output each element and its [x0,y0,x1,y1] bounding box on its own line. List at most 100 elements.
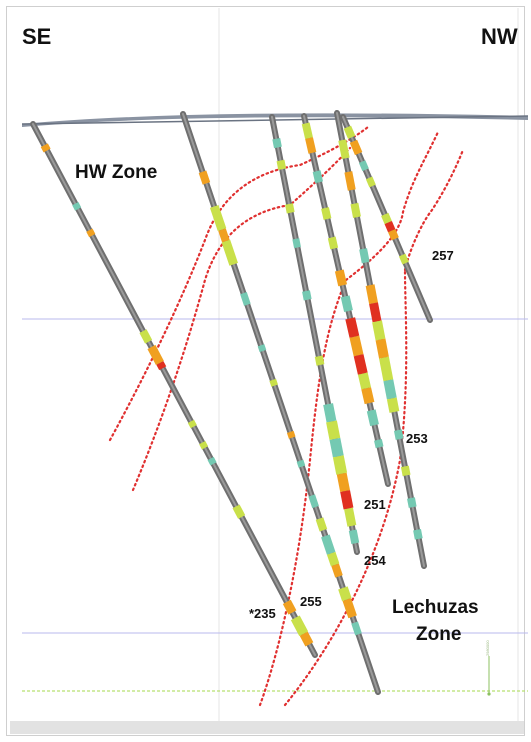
assay-interval [240,292,251,306]
assay-interval [361,387,375,405]
frame-border [6,6,525,736]
direction-label-nw: NW [481,24,518,49]
assay-interval [156,361,167,371]
assay-interval [340,295,353,313]
assay-interval [393,429,404,440]
assay-interval [232,504,246,519]
zone-boundary-line [403,148,465,272]
svg-text:2980000: 2980000 [485,640,490,656]
assay-interval [407,497,417,508]
assay-interval [386,397,400,413]
assay-interval [348,529,360,545]
assay-interval [413,529,423,540]
assay-interval [308,494,319,509]
assay-interval [381,212,392,225]
assay-interval [365,284,378,305]
zone-label-lechuzas: Lechuzas [392,597,479,618]
assay-interval [332,455,348,475]
hole-label-251: 251 [364,497,386,512]
assay-interval [321,207,332,220]
assay-interval [282,599,297,615]
assay-interval [398,253,409,265]
assay-interval [86,228,96,238]
assay-interval [343,125,356,139]
assay-interval [340,490,354,510]
zone-boundary-line [283,268,408,707]
assay-interval [351,621,362,636]
drill-hole-251 [301,113,391,487]
assay-interval [147,344,164,366]
assay-interval [323,403,337,423]
hole-label-255: 255 [300,594,322,609]
assay-interval [218,228,230,243]
assay-interval [285,203,295,214]
assay-interval [187,419,197,429]
assay-interval [379,356,394,382]
assay-interval [276,159,287,170]
assay-interval [286,430,296,439]
assay-interval [357,372,372,390]
assay-interval [366,409,379,427]
assay-interval [353,354,368,375]
assay-interval [350,202,361,218]
hole-label-253: 253 [406,431,428,446]
assay-interval [314,355,325,366]
drill-hole-254 [269,114,360,555]
assay-interval [400,465,411,477]
assay-interval [345,317,360,338]
assay-interval [365,176,376,188]
drill-holes [30,110,433,695]
assay-interval [358,160,369,172]
assay-interval [336,472,351,493]
zone-label-hw: HW Zone [75,162,158,183]
assay-interval [292,238,301,249]
assay-interval [301,122,313,139]
assay-interval [198,170,211,185]
assay-interval [388,229,399,241]
assay-interval [207,456,217,466]
assay-interval [326,420,341,440]
assay-interval [40,143,51,153]
assay-interval [338,139,350,160]
assay-interval [349,335,364,357]
scale-marker: 2980000 [485,640,491,696]
drill-trace-highlight [32,123,316,656]
zone-label-lechuzas-zone: Zone [416,624,462,645]
assay-interval [334,269,348,287]
assay-interval [384,220,396,233]
assay-interval [369,302,382,323]
assay-interval [199,440,209,450]
assay-interval [272,137,282,149]
assay-interval [315,517,328,532]
assay-interval [344,171,356,191]
assay-interval [349,139,363,156]
assay-interval [269,378,278,387]
assay-interval [221,239,238,266]
drill-hole-235 [30,121,318,658]
assay-interval [312,170,324,184]
hole-label-257: 257 [432,248,454,263]
assay-interval [299,631,314,647]
assay-interval [290,615,309,637]
assay-interval [338,586,352,602]
assay-interval [383,379,397,400]
assay-interval [139,329,153,344]
assay-interval [342,598,357,619]
hole-label-235: *235 [249,606,276,621]
assay-interval [302,290,312,301]
assay-interval [321,534,336,555]
assay-interval [374,438,384,449]
assay-interval [296,459,306,468]
assay-interval [72,202,82,211]
assay-interval [375,338,389,359]
assay-interval [344,507,357,527]
bottom-bar [10,721,524,734]
drill-hole-257 [340,114,433,323]
hole-label-254: 254 [364,553,386,568]
assay-interval [329,437,344,458]
assay-interval [372,320,386,341]
ground-surface [22,113,528,127]
zone-boundary-line [258,278,348,707]
assay-interval [305,137,317,154]
direction-label-se: SE [22,24,52,49]
